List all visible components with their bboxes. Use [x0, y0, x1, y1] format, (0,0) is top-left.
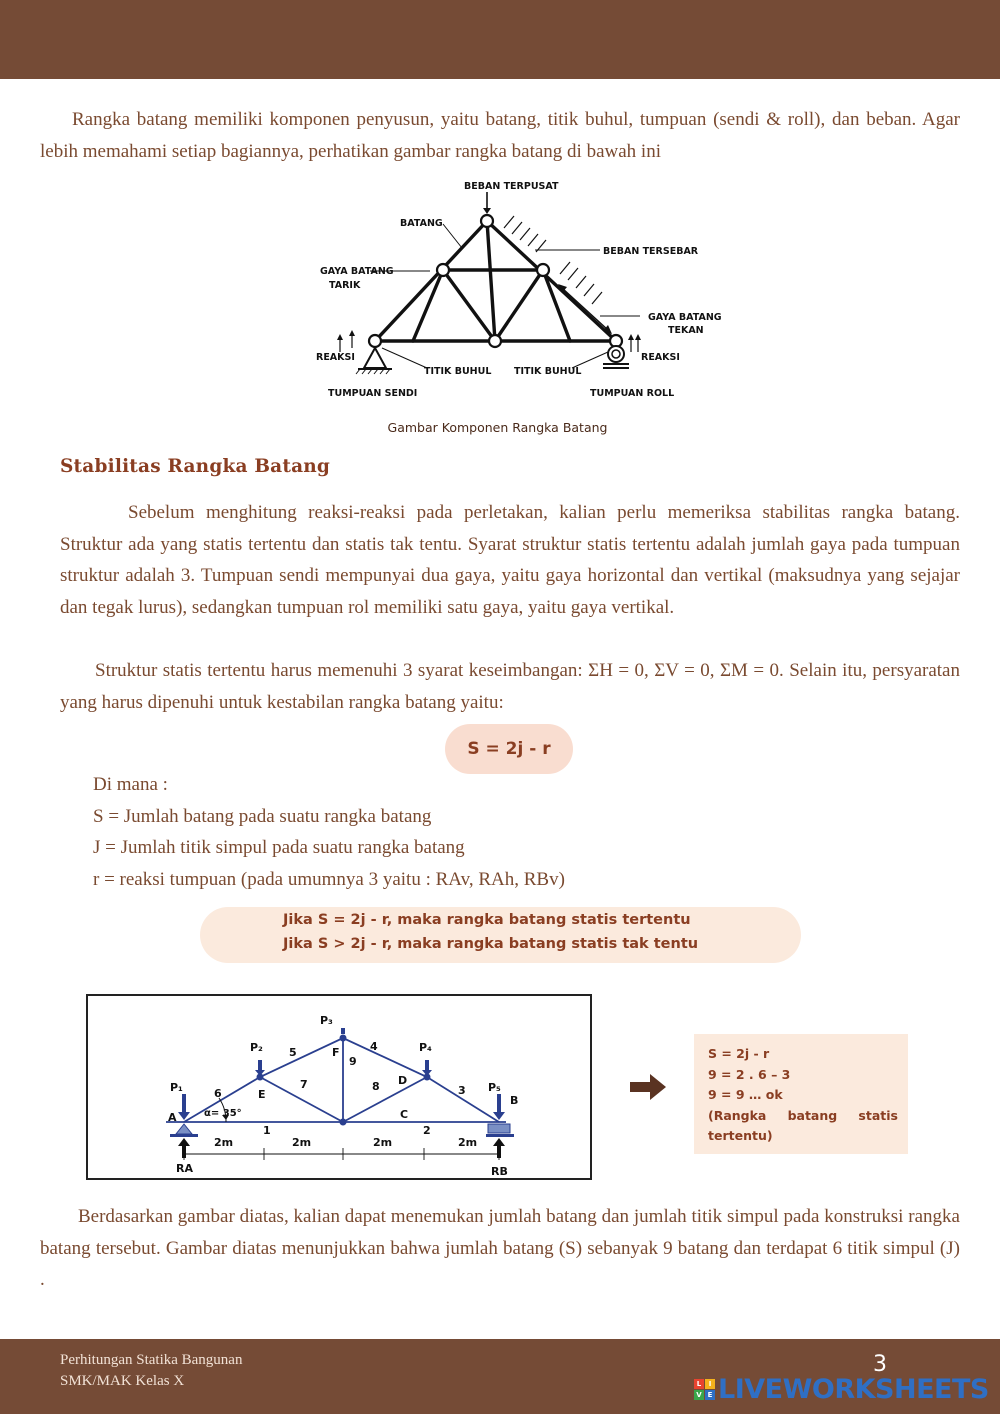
truss-components-figure: BEBAN TERPUSAT BATANG BEBAN TERSEBAR GAY… [316, 181, 722, 399]
condition-statis-tertentu: Jika S = 2j - r, maka rangka batang stat… [283, 912, 691, 928]
node-e: E [258, 1088, 266, 1101]
load-p5: P₅ [488, 1081, 501, 1094]
definitions-intro: Di mana : [93, 774, 168, 795]
calculation-box: S = 2j - r 9 = 2 . 6 – 3 9 = 9 … ok (Ran… [694, 1034, 908, 1154]
definition-r: r = reaksi tumpuan (pada umumnya 3 yaitu… [93, 869, 565, 891]
liveworksheets-logo-icon: L I V E [694, 1379, 715, 1400]
label-beban-tersebar: BEBAN TERSEBAR [603, 246, 699, 257]
conditions-box [200, 907, 801, 963]
span-3: 2m [373, 1136, 392, 1149]
node-c: C [400, 1108, 408, 1121]
member-4: 4 [370, 1040, 378, 1053]
label-gaya-tarik-line1: GAYA BATANG [320, 266, 394, 277]
truss-example-figure: P₁ P₂ P₃ P₄ P₅ A B E F D C 1 2 3 4 5 6 7… [86, 994, 592, 1180]
condition-statis-tak-tentu: Jika S > 2j - r, maka rangka batang stat… [283, 936, 699, 952]
arrow-right-icon [630, 1074, 666, 1100]
label-gaya-tarik-line2: TARIK [329, 280, 361, 291]
node-f: F [332, 1046, 340, 1059]
label-batang: BATANG [400, 218, 443, 229]
calc-line-1: S = 2j - r [708, 1046, 770, 1061]
span-1: 2m [214, 1136, 233, 1149]
load-p3: P₃ [320, 1014, 333, 1027]
label-titik-buhul-left: TITIK BUHUL [424, 366, 491, 377]
figure1-caption: Gambar Komponen Rangka Batang [387, 420, 608, 435]
load-p2: P₂ [250, 1041, 263, 1054]
node-b: B [510, 1094, 518, 1107]
label-reaksi-left: REAKSI [316, 352, 355, 363]
calc-word: statis [858, 1107, 898, 1123]
node-d: D [398, 1074, 407, 1087]
node-a: A [168, 1111, 177, 1124]
footer-bar [0, 1339, 1000, 1414]
logo-letter: I [705, 1379, 715, 1389]
member-3: 3 [458, 1084, 466, 1097]
span-4: 2m [458, 1136, 477, 1149]
label-gaya-tekan-line2: TEKAN [668, 325, 704, 336]
footer-class: SMK/MAK Kelas X [60, 1373, 185, 1389]
label-gaya-tekan-line1: GAYA BATANG [648, 312, 722, 323]
logo-letter: L [694, 1379, 704, 1389]
reaction-rb: RB [491, 1165, 508, 1178]
member-9: 9 [349, 1055, 357, 1068]
label-reaksi-right: REAKSI [641, 352, 680, 363]
footer-book-title: Perhitungan Statika Bangunan [60, 1352, 243, 1368]
liveworksheets-text: LIVEWORKSHEETS [718, 1374, 989, 1405]
calc-line-5: tertentu) [708, 1128, 773, 1143]
footer-text: Perhitungan Statika Bangunan SMK/MAK Kel… [60, 1350, 242, 1392]
formula-badge: S = 2j - r [445, 724, 573, 774]
member-6: 6 [214, 1087, 222, 1100]
label-titik-buhul-right: TITIK BUHUL [514, 366, 581, 377]
stability-paragraph-1: Sebelum menghitung reaksi-reaksi pada pe… [60, 502, 960, 618]
intro-paragraph: Rangka batang memiliki komponen penyusun… [40, 109, 960, 162]
page-number: 3 [873, 1352, 887, 1377]
calc-line-2: 9 = 2 . 6 – 3 [708, 1066, 791, 1082]
load-p1: P₁ [170, 1081, 183, 1094]
label-beban-terpusat: BEBAN TERPUSAT [464, 181, 559, 192]
calc-word: (Rangka [708, 1107, 767, 1123]
label-tumpuan-roll: TUMPUAN ROLL [590, 388, 674, 399]
liveworksheets-watermark: L I V E LIVEWORKSHEETS [694, 1374, 989, 1405]
member-5: 5 [289, 1046, 297, 1059]
node-2: 2 [423, 1124, 431, 1137]
section-heading: Stabilitas Rangka Batang [60, 456, 331, 477]
reaction-ra: RA [176, 1162, 193, 1175]
definition-j: J = Jumlah titik simpul pada suatu rangk… [93, 837, 465, 859]
span-2: 2m [292, 1136, 311, 1149]
label-tumpuan-sendi: TUMPUAN SENDI [328, 388, 417, 399]
calc-word: batang [787, 1107, 838, 1123]
header-bar [0, 0, 1000, 79]
stability-paragraph-2: Struktur statis tertentu harus memenuhi … [60, 660, 960, 713]
member-8: 8 [372, 1080, 380, 1093]
definitions-list: Di mana : S = Jumlah batang pada suatu r… [93, 769, 565, 896]
calc-line-3: 9 = 9 … ok [708, 1087, 783, 1102]
logo-letter: V [694, 1390, 704, 1400]
member-7: 7 [300, 1078, 308, 1091]
calc-line-4: (Rangka batang statis [708, 1106, 898, 1127]
load-p4: P₄ [419, 1041, 432, 1054]
node-1: 1 [263, 1124, 271, 1137]
definition-s: S = Jumlah batang pada suatu rangka bata… [93, 805, 432, 827]
angle-label: α= 35° [204, 1108, 242, 1119]
logo-letter: E [705, 1390, 715, 1400]
conclusion-paragraph: Berdasarkan gambar diatas, kalian dapat … [40, 1206, 960, 1290]
